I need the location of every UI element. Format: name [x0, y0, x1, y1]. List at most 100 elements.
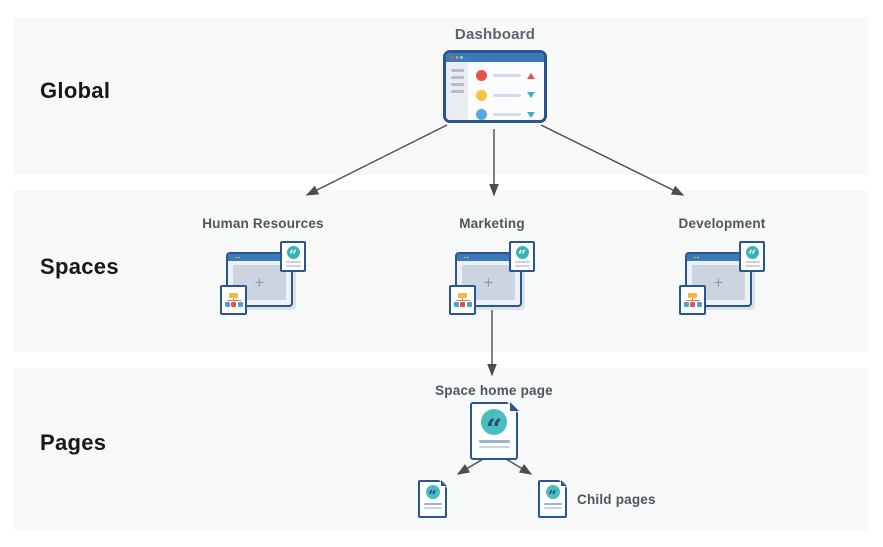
dashboard-row: [476, 89, 535, 101]
section-label-global: Global: [40, 78, 111, 103]
yellow-dot-icon: [476, 89, 487, 101]
triangle-down-icon: [527, 111, 535, 118]
org-connector: [691, 297, 694, 300]
space-label-development: Development: [678, 216, 766, 231]
sidebar-line: [450, 69, 464, 72]
space-icon-human-resources: + “: [220, 241, 306, 315]
org-node: [696, 302, 702, 307]
titlebar-dot-icon: [238, 256, 240, 259]
text-line: [285, 260, 301, 263]
org-node: [453, 302, 459, 307]
text-line: [423, 502, 442, 505]
page-fold-icon: [509, 401, 519, 411]
page-fold-icon: [561, 480, 567, 486]
space-icon-development: + “: [679, 241, 765, 315]
org-node: [460, 302, 465, 307]
org-node: [690, 302, 695, 307]
org-chart-page-icon: [679, 285, 706, 315]
blue-dot-icon: [476, 109, 487, 120]
dashboard-label: Dashboard: [454, 26, 536, 43]
plus-icon: +: [713, 273, 724, 292]
quote-page-icon: “: [509, 241, 535, 272]
titlebar-dot-icon: [460, 56, 463, 59]
triangle-down-icon: [527, 92, 535, 98]
quote-glyph: “: [485, 412, 503, 435]
space-label-marketing: Marketing: [459, 216, 525, 231]
text-line: [744, 264, 760, 267]
quote-page-icon: “: [280, 241, 306, 272]
dashboard-rows: [468, 62, 544, 120]
org-connector: [461, 297, 464, 300]
text-line: [514, 260, 530, 263]
org-node: [237, 302, 243, 307]
dashboard-titlebar: [446, 53, 544, 62]
triangle-up-icon: [527, 72, 535, 79]
row-bar: [493, 113, 521, 116]
quote-glyph: “: [288, 247, 298, 259]
text-line: [478, 445, 510, 448]
page-fold-icon: [441, 480, 447, 486]
org-node: [683, 302, 689, 307]
org-chart-page-icon: [449, 285, 476, 315]
org-connector: [455, 299, 470, 301]
sidebar-line: [450, 90, 464, 93]
space-icon-marketing: + “: [449, 241, 535, 315]
titlebar-dot-icon: [697, 256, 699, 259]
dashboard-browser-icon: [443, 50, 547, 123]
org-connector: [685, 299, 700, 301]
space-titlebar: [457, 254, 520, 261]
plus-icon: +: [483, 273, 494, 292]
dashboard-body: [446, 62, 544, 120]
text-line: [478, 440, 510, 443]
section-label-spaces: Spaces: [40, 254, 119, 279]
row-bar: [493, 74, 521, 77]
quote-circle-icon: “: [515, 245, 529, 259]
org-connector: [232, 297, 235, 300]
org-connector: [226, 299, 241, 301]
org-node: [224, 302, 230, 307]
dashboard-sidebar: [446, 62, 468, 120]
text-line: [423, 506, 442, 509]
titlebar-dot-icon: [463, 256, 466, 259]
space-titlebar: [687, 254, 750, 261]
quote-circle-icon: “: [286, 245, 300, 259]
quote-circle-icon: “: [745, 245, 759, 259]
text-line: [543, 502, 562, 505]
org-node-top: [229, 292, 238, 298]
titlebar-dot-icon: [455, 56, 458, 59]
quote-glyph: “: [428, 486, 437, 499]
space-home-page-icon: “: [470, 401, 519, 460]
org-chart-icon: [453, 292, 472, 308]
org-chart-icon: [224, 292, 243, 308]
titlebar-dot-icon: [234, 256, 237, 259]
quote-glyph: “: [747, 247, 757, 259]
quote-page-icon: “: [739, 241, 765, 272]
quote-glyph: “: [548, 486, 557, 499]
child-pages-label: Child pages: [577, 492, 656, 507]
section-label-pages: Pages: [40, 430, 107, 455]
titlebar-dot-icon: [231, 256, 234, 259]
quote-circle-icon: “: [425, 485, 440, 499]
child-page-icon: “: [538, 480, 567, 518]
org-node: [231, 302, 236, 307]
quote-circle-icon: “: [545, 485, 560, 499]
org-node-top: [458, 292, 467, 298]
child-page-icon: “: [418, 480, 447, 518]
dashboard-row: [476, 70, 535, 81]
plus-icon: +: [254, 273, 265, 292]
titlebar-dot-icon: [451, 56, 454, 59]
text-line: [285, 264, 301, 267]
text-line: [744, 260, 760, 263]
titlebar-dot-icon: [693, 256, 696, 259]
sidebar-line: [450, 83, 464, 86]
org-node: [466, 302, 472, 307]
org-node-top: [688, 292, 697, 298]
text-line: [543, 506, 562, 509]
space-titlebar: [228, 254, 291, 261]
space-home-page-label: Space home page: [435, 383, 553, 398]
space-label-human-resources: Human Resources: [202, 216, 324, 231]
sidebar-line: [450, 76, 464, 79]
dashboard-row: [476, 109, 535, 120]
org-chart-icon: [683, 292, 702, 308]
